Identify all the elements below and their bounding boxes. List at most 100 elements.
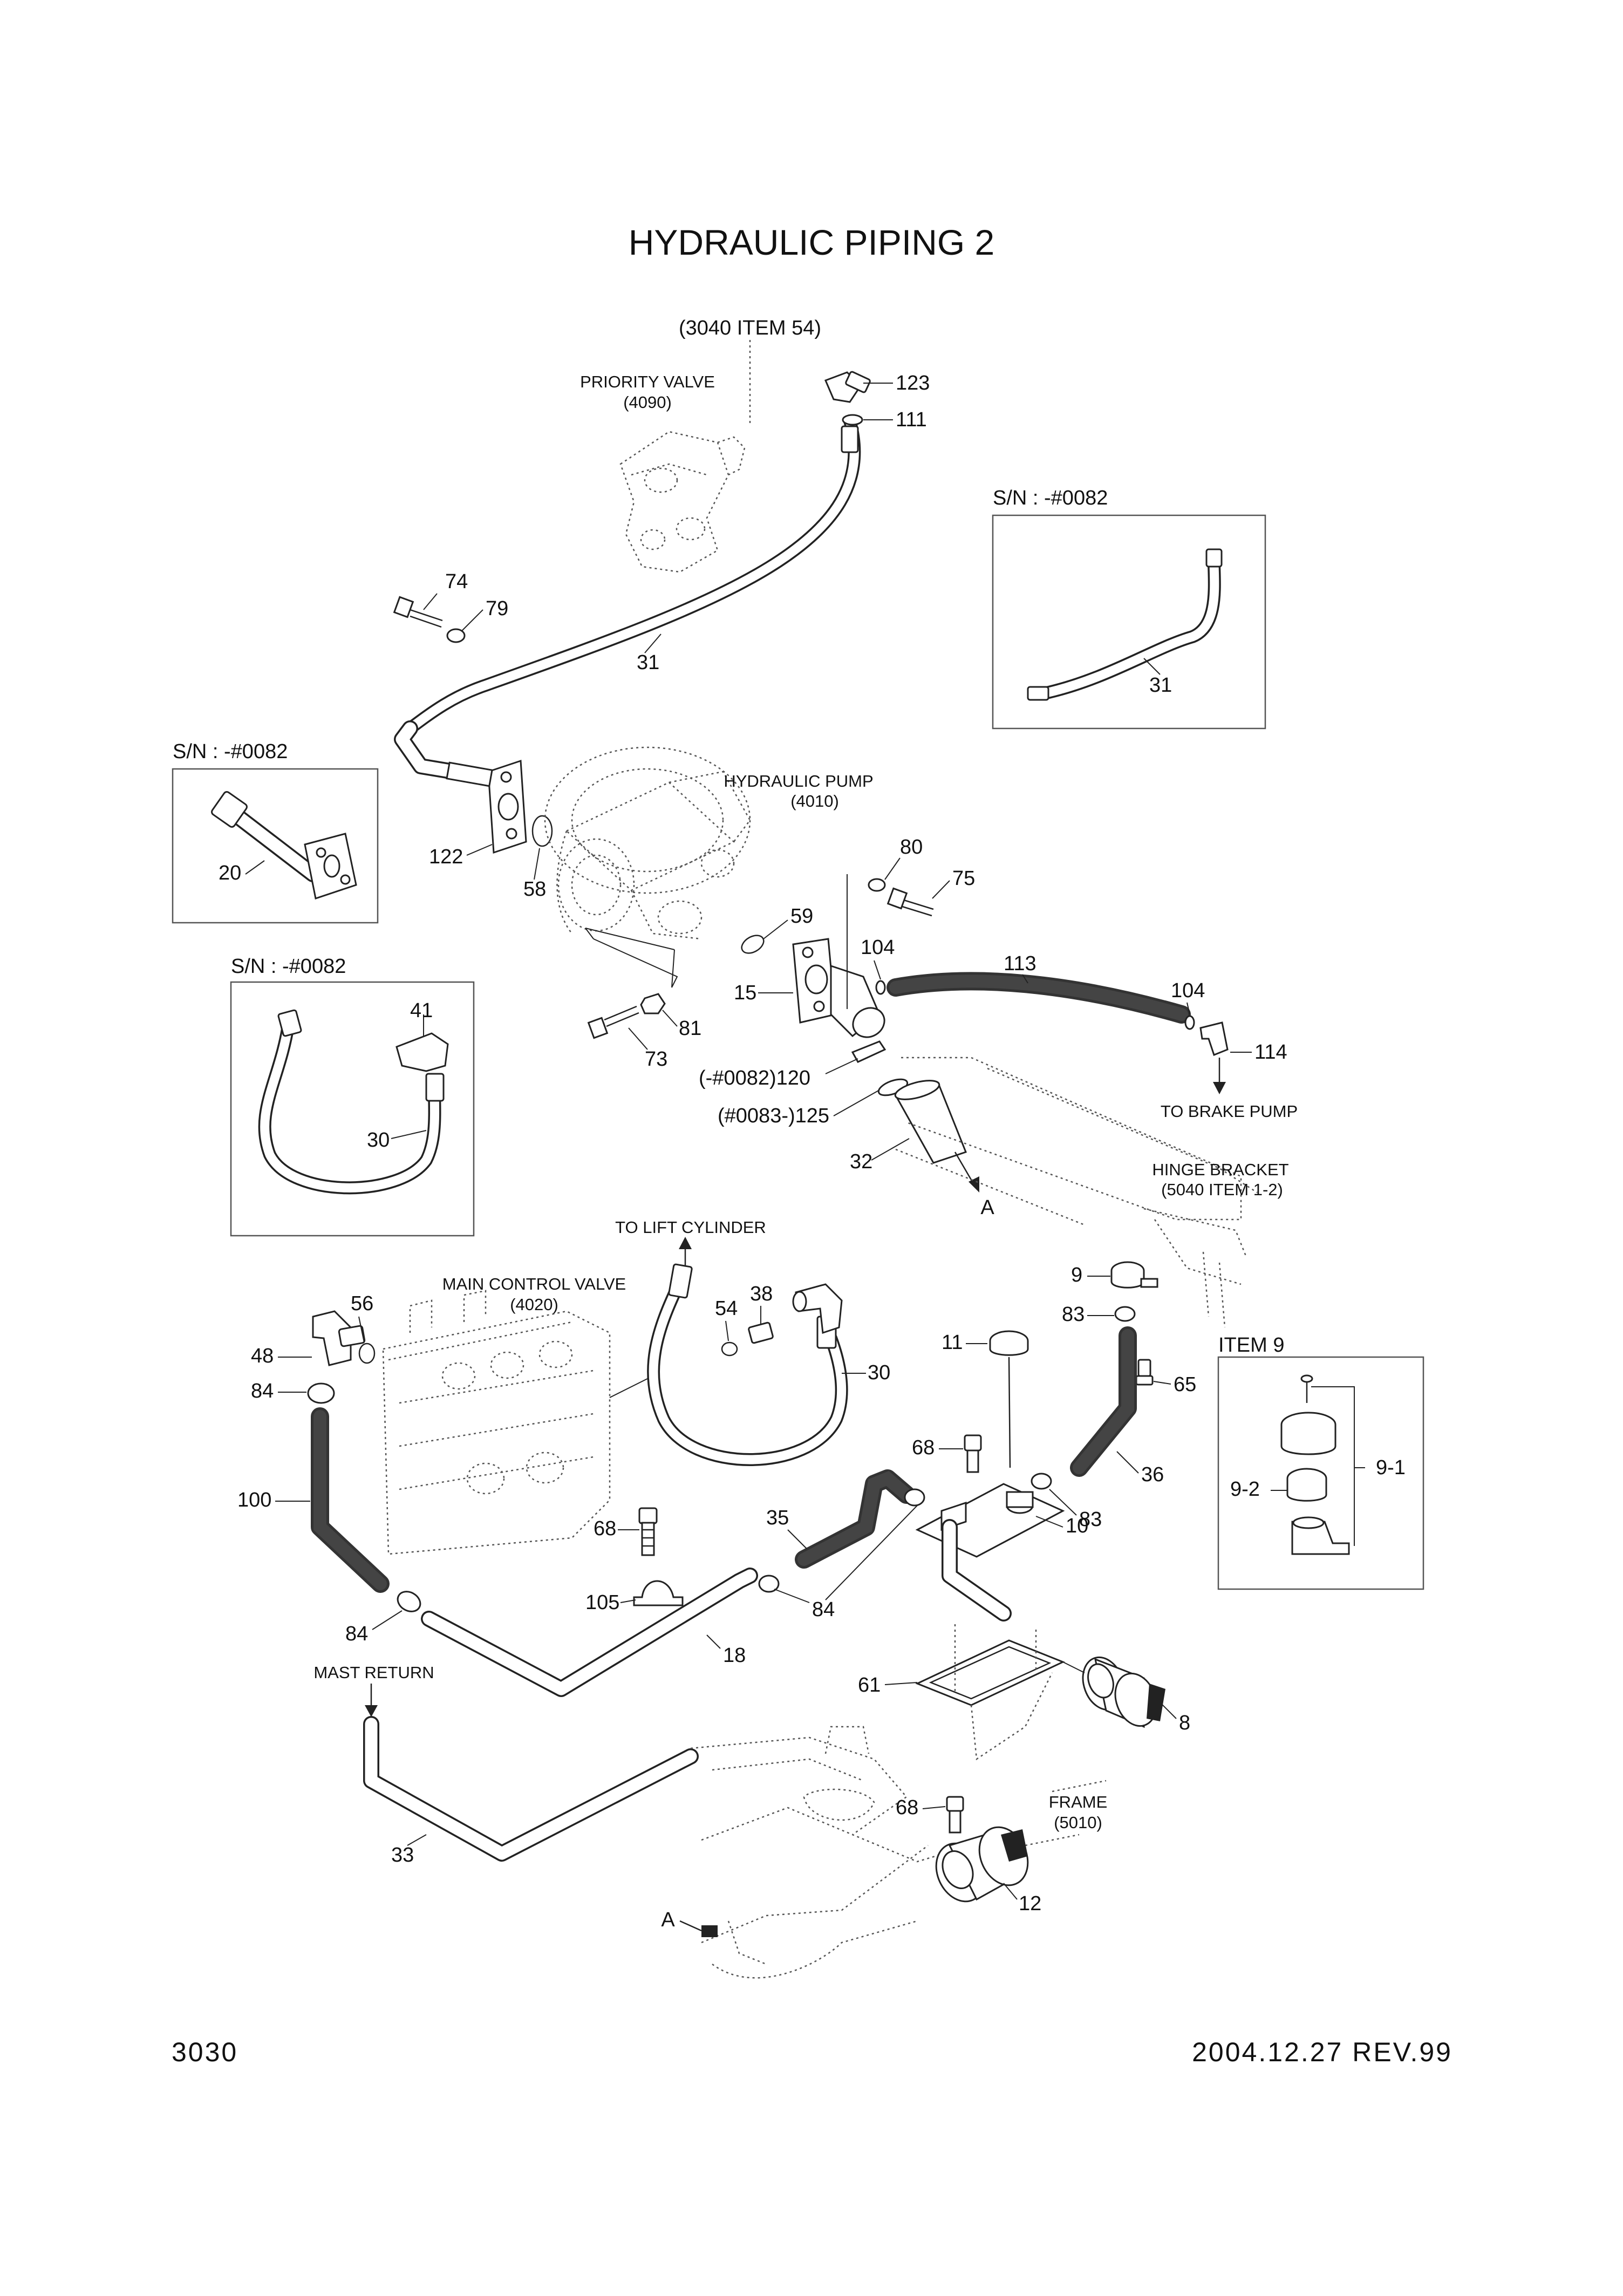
tank-cover-10	[915, 1483, 1065, 1621]
part-84c: 84	[812, 1598, 835, 1621]
part-38: 38	[750, 1283, 773, 1305]
page-title: HYDRAULIC PIPING 2	[629, 222, 995, 262]
part-30: 30	[868, 1361, 890, 1384]
part-73: 73	[645, 1048, 667, 1071]
part-84b: 84	[345, 1623, 368, 1645]
part-113: 113	[1004, 952, 1036, 975]
elbow-114	[1199, 1021, 1229, 1056]
hose-36	[1070, 1326, 1137, 1477]
leader-mcv	[609, 1378, 648, 1398]
fitting-123	[824, 371, 871, 403]
main-control-valve-label: MAIN CONTROL VALVE	[442, 1275, 626, 1293]
part-79: 79	[486, 597, 508, 620]
pipe-32	[894, 1080, 967, 1164]
washer-79	[446, 628, 466, 643]
arrow-a1-line	[954, 1152, 975, 1185]
hydraulic-pump-ref: (4010)	[790, 792, 839, 810]
fitting-38	[748, 1321, 774, 1344]
sn-box-31-label: S/N : -#0082	[993, 487, 1108, 509]
part-35: 35	[766, 1507, 789, 1529]
part-30b: 30	[367, 1129, 390, 1152]
frame-label: FRAME	[1049, 1793, 1108, 1811]
part-75: 75	[952, 867, 975, 890]
part-61: 61	[858, 1674, 881, 1697]
revision-date: 2004.12.27 REV.99	[1192, 2037, 1452, 2067]
part-31: 31	[637, 651, 659, 674]
arrow-brake-head	[1213, 1082, 1226, 1094]
clamp-83a	[1114, 1306, 1136, 1322]
arrow-a2-line	[679, 1920, 702, 1932]
arrow-a1-head	[969, 1176, 979, 1193]
part-18: 18	[723, 1644, 746, 1667]
bolt-75	[886, 887, 934, 917]
part-33: 33	[391, 1844, 414, 1866]
hinge-bracket-ref: (5040 ITEM 1-2)	[1161, 1180, 1283, 1199]
part-32: 32	[850, 1150, 872, 1173]
strainer-11	[989, 1330, 1029, 1468]
bolt-73	[587, 1005, 639, 1039]
fitting-120	[851, 1040, 886, 1063]
filter-12	[935, 1826, 1029, 1903]
priority-valve-label: PRIORITY VALVE	[580, 372, 715, 391]
breather-65	[1135, 1359, 1154, 1386]
part-125: (#0083-)125	[718, 1105, 829, 1127]
part-120: (-#0082)120	[699, 1067, 810, 1089]
sn-box-30	[230, 981, 475, 1237]
arrow-a2-block	[701, 1925, 718, 1937]
part-104a: 104	[861, 936, 895, 959]
o-ring-111	[842, 414, 863, 426]
part-9-1: 9-1	[1376, 1456, 1406, 1479]
sn-box-30-label: S/N : -#0082	[231, 955, 346, 978]
clamp-84c-b	[758, 1575, 780, 1593]
tube-33	[363, 1716, 699, 1862]
part-68c: 68	[896, 1796, 918, 1819]
frame-ghost	[690, 1726, 1107, 1979]
tank-ghost-lines	[954, 1624, 1053, 1761]
item9-box	[1217, 1356, 1424, 1590]
part-68b: 68	[594, 1517, 616, 1540]
part-58: 58	[523, 878, 546, 901]
o-ring-58	[531, 815, 553, 847]
mast-return-label: MAST RETURN	[313, 1663, 434, 1682]
priority-valve-ghost	[619, 431, 746, 573]
leader-8-pipe	[1062, 1661, 1085, 1673]
part-31b: 31	[1149, 674, 1172, 697]
part-104b: 104	[1171, 979, 1205, 1002]
arrow-lift-head	[679, 1237, 692, 1249]
o-ring-104b	[1184, 1015, 1195, 1030]
part-48: 48	[251, 1345, 274, 1367]
clamp-83b	[1031, 1473, 1052, 1490]
part-54: 54	[715, 1297, 738, 1320]
cap-9	[1110, 1261, 1158, 1289]
main-control-valve-ghost	[382, 1290, 611, 1555]
tube-18	[421, 1568, 758, 1697]
priority-valve-ref: (4090)	[623, 393, 672, 412]
bolt-68b	[638, 1507, 658, 1556]
part-74: 74	[445, 570, 468, 593]
o-ring-59	[741, 935, 765, 954]
part-15: 15	[734, 982, 756, 1004]
elbow-38	[792, 1283, 843, 1334]
o-ring-104a	[875, 980, 886, 995]
bolt-68a	[964, 1434, 982, 1473]
clamp-84a	[307, 1382, 335, 1404]
arrow-a2-label: A	[661, 1909, 675, 1931]
main-control-valve-ref: (4020)	[510, 1295, 558, 1314]
sn-box-20	[172, 768, 379, 924]
clip-105	[633, 1580, 684, 1606]
part-84a: 84	[251, 1380, 274, 1402]
arrow-mast-head	[365, 1705, 378, 1717]
part-59: 59	[790, 905, 813, 928]
part-123: 123	[896, 372, 930, 394]
bolt-68c	[946, 1796, 964, 1834]
washer-80	[868, 878, 886, 892]
part-41: 41	[410, 999, 433, 1022]
hose-100	[311, 1407, 390, 1593]
part-56: 56	[351, 1292, 373, 1315]
item9-label: ITEM 9	[1218, 1334, 1284, 1357]
o-ring-54	[721, 1341, 738, 1357]
part-9-2: 9-2	[1230, 1478, 1260, 1501]
hinge-bracket-ghost	[895, 1057, 1258, 1328]
part-20: 20	[219, 862, 241, 884]
